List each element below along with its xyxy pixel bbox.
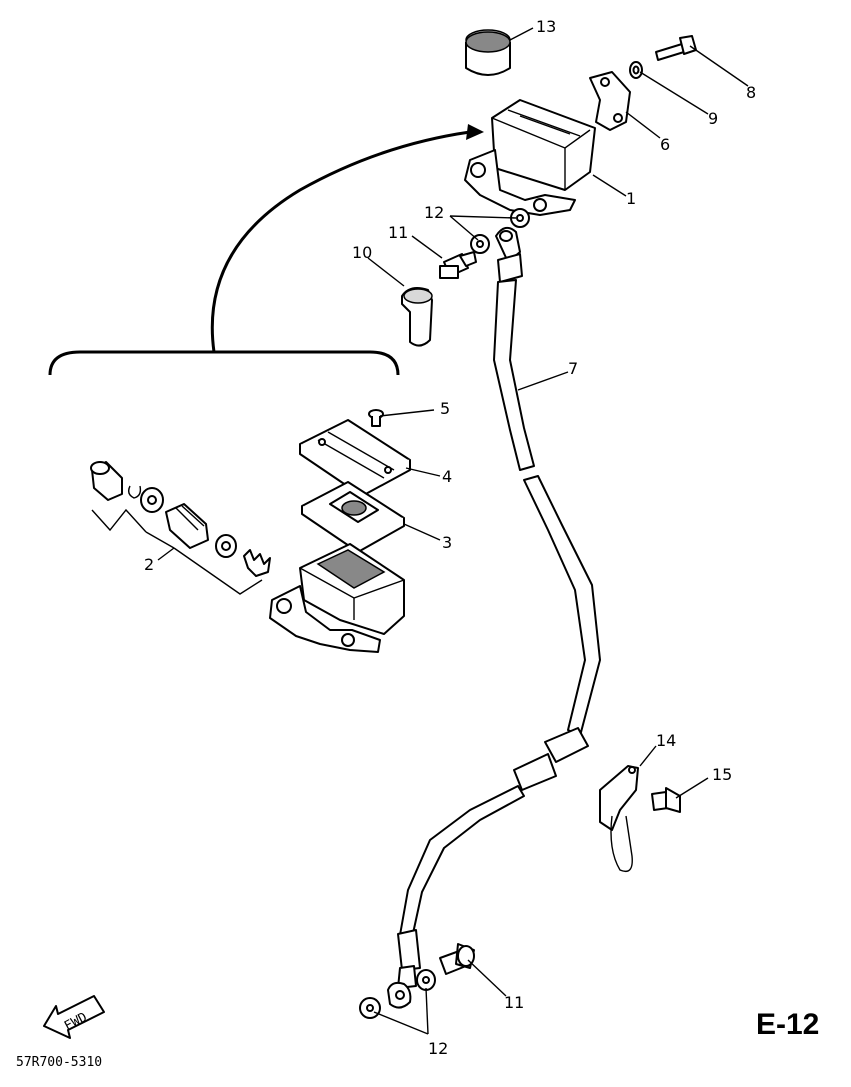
part-8-bolt bbox=[655, 35, 697, 61]
part-9-washer bbox=[629, 61, 643, 79]
part-15-bolt bbox=[651, 787, 681, 813]
label-3: 3 bbox=[442, 533, 452, 552]
part-13-cap bbox=[465, 29, 511, 76]
label-2: 2 bbox=[144, 555, 154, 574]
label-12-upper: 12 bbox=[424, 203, 444, 222]
label-10: 10 bbox=[352, 243, 372, 262]
drawing-number: 57R700-5310 bbox=[16, 1055, 102, 1070]
label-9: 9 bbox=[708, 109, 718, 128]
part-1-master-cylinder bbox=[464, 99, 596, 216]
leader-lines bbox=[367, 27, 749, 1035]
part-11-upper-union-bolt bbox=[439, 251, 477, 279]
part-4-cap bbox=[299, 419, 411, 497]
label-1: 1 bbox=[626, 189, 636, 208]
part-7-brake-hose bbox=[387, 226, 601, 1009]
label-13: 13 bbox=[536, 17, 556, 36]
label-5: 5 bbox=[440, 399, 450, 418]
part-11-lower-union-bolt bbox=[439, 943, 475, 975]
label-6: 6 bbox=[660, 135, 670, 154]
part-5-screw bbox=[368, 409, 384, 427]
label-8: 8 bbox=[746, 83, 756, 102]
part-12-lower-washers bbox=[359, 969, 436, 1019]
label-4: 4 bbox=[442, 467, 452, 486]
fwd-arrow-icon: FWD bbox=[43, 995, 105, 1039]
part-14-hose-guide bbox=[599, 765, 639, 873]
label-14: 14 bbox=[656, 731, 676, 750]
label-7: 7 bbox=[568, 359, 578, 378]
part-6-holder bbox=[589, 71, 631, 131]
exploded-bracket bbox=[48, 124, 484, 376]
label-11-upper: 11 bbox=[388, 223, 408, 242]
part-10-boot bbox=[401, 287, 433, 347]
part-3-diaphragm bbox=[301, 481, 405, 553]
master-cylinder-body bbox=[269, 543, 405, 653]
part-labels: 13 8 9 6 1 12 11 10 7 5 4 3 2 14 15 11 1… bbox=[144, 17, 756, 1058]
label-15: 15 bbox=[712, 765, 732, 784]
label-11-lower: 11 bbox=[504, 993, 524, 1012]
part-2-cylinder-kit bbox=[90, 461, 271, 595]
page-code: E-12 bbox=[756, 1008, 819, 1041]
label-12-lower: 12 bbox=[428, 1039, 448, 1058]
